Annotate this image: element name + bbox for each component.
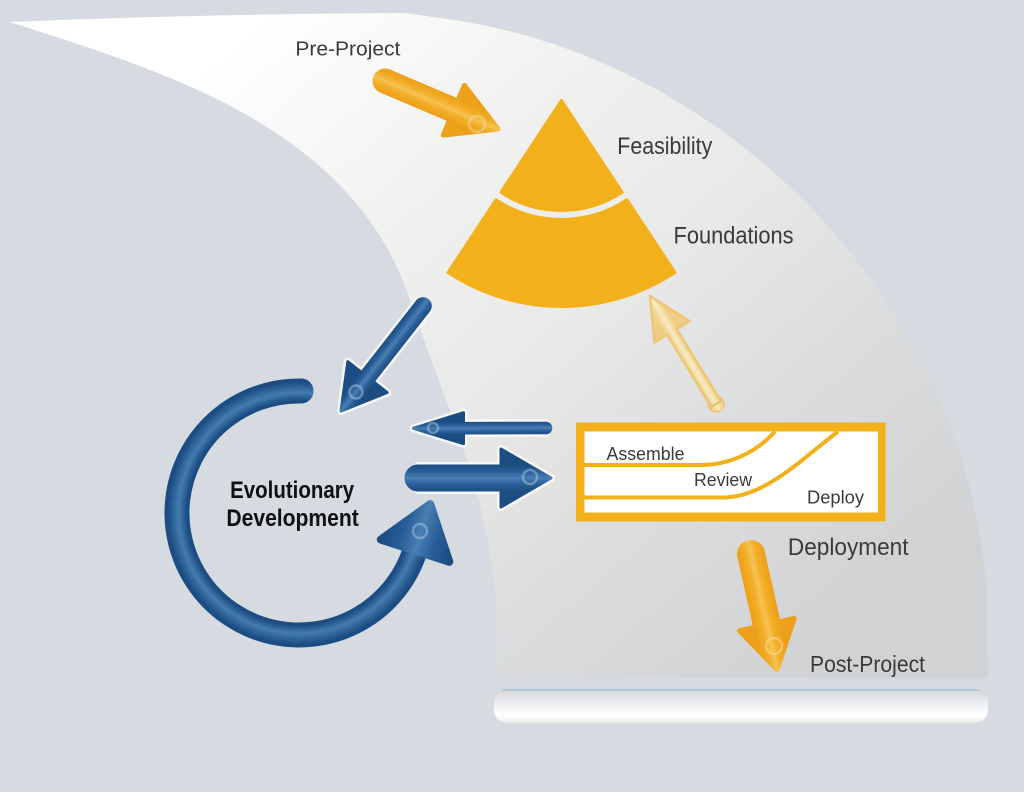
svg-text:Deployment: Deployment xyxy=(788,534,909,561)
svg-text:Post-Project: Post-Project xyxy=(810,651,925,677)
svg-text:Development: Development xyxy=(226,505,358,532)
svg-text:Feasibility: Feasibility xyxy=(617,133,712,160)
svg-text:Foundations: Foundations xyxy=(674,222,794,249)
svg-text:Deploy: Deploy xyxy=(807,488,864,508)
svg-text:Pre-Project: Pre-Project xyxy=(295,38,400,61)
svg-text:Assemble: Assemble xyxy=(607,444,685,464)
svg-text:Review: Review xyxy=(694,470,753,490)
svg-text:Evolutionary: Evolutionary xyxy=(230,477,355,504)
